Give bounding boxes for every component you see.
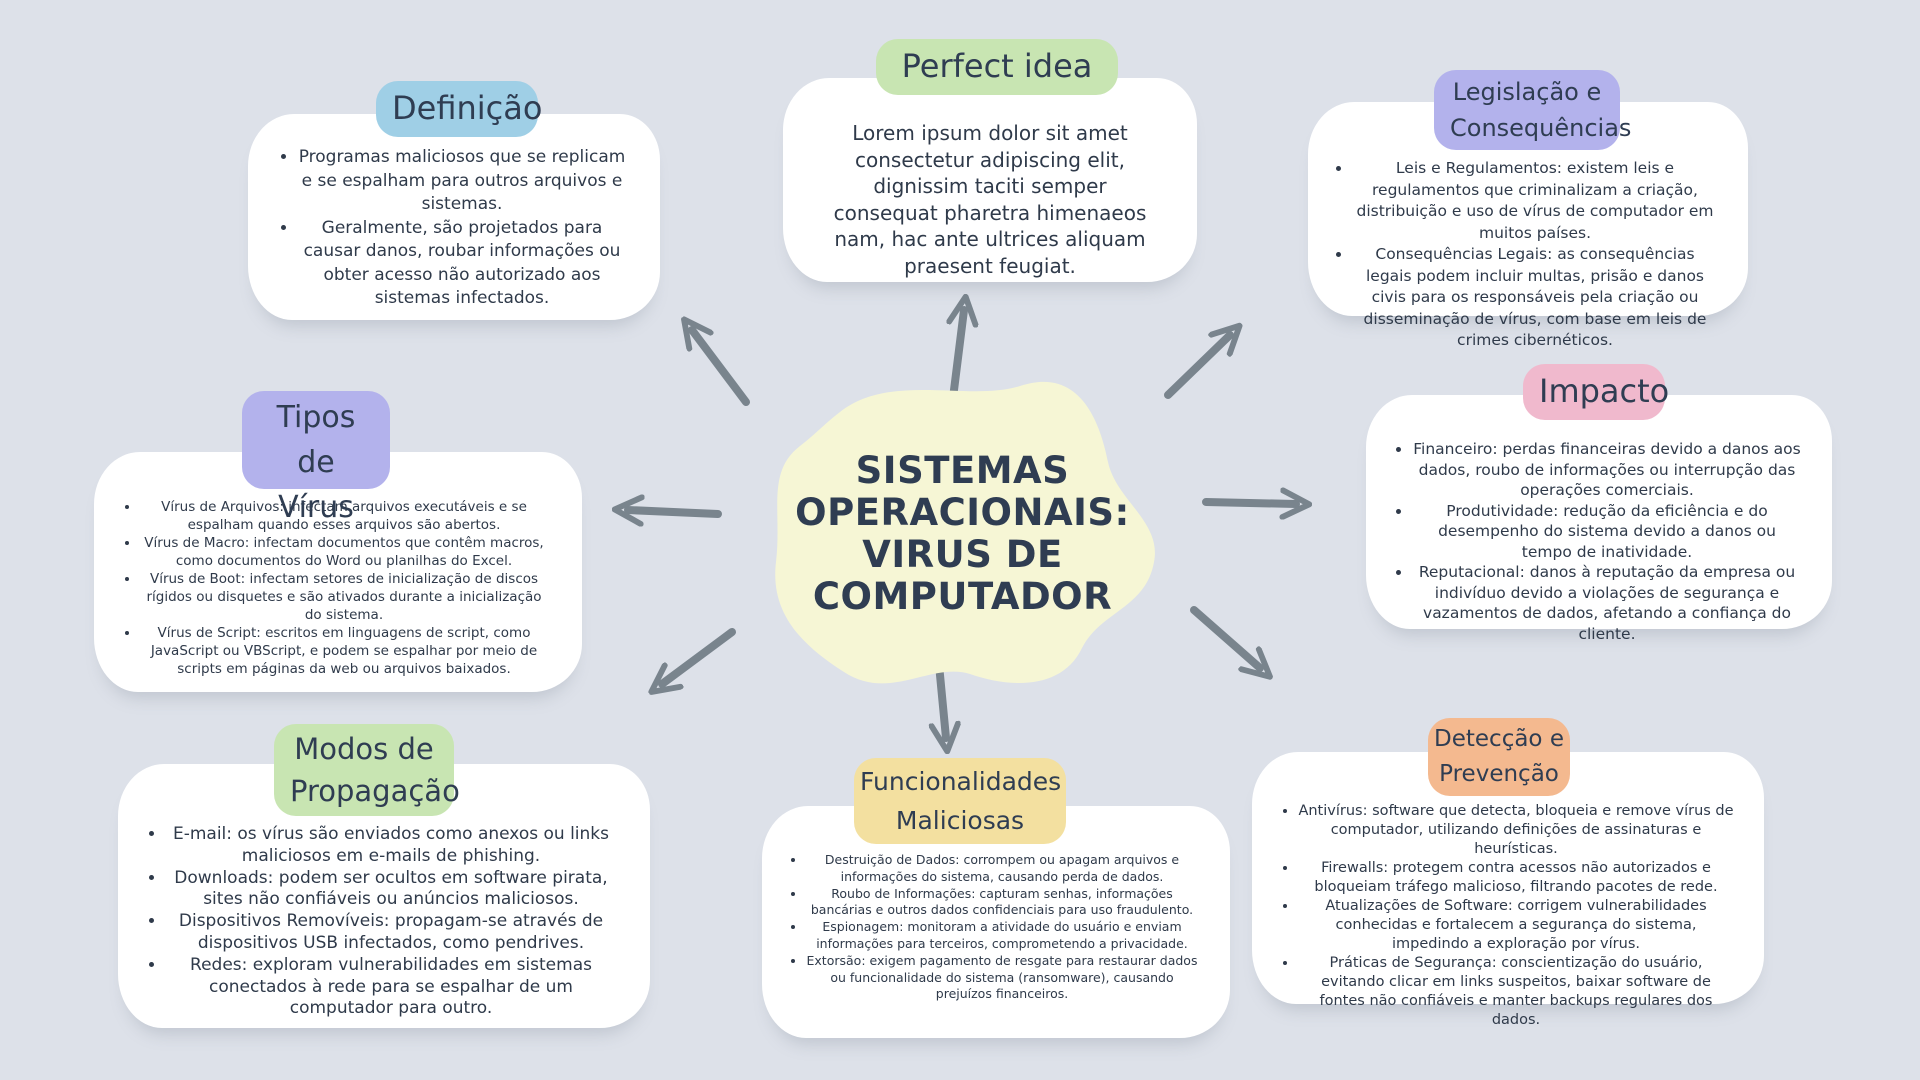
list-item: Antivírus: software que detecta, bloquei… (1298, 802, 1734, 859)
deteccao-card: Antivírus: software que detecta, bloquei… (1252, 752, 1764, 1028)
list-item: Vírus de Boot: infectam setores de inici… (140, 570, 548, 624)
list-item: Dispositivos Removíveis: propagam-se atr… (166, 911, 616, 955)
list-item: Financeiro: perdas financeiras devido a … (1412, 439, 1802, 501)
list-item: Espionagem: monitoram a atividade do usu… (806, 919, 1198, 953)
tipos-title-text: Vírus (278, 490, 354, 525)
impacto-title: Impacto (1523, 364, 1670, 420)
tipos-list: Vírus de Arquivos: infectam arquivos exe… (118, 498, 548, 678)
center-title-line: OPERACIONAIS: (795, 491, 1130, 534)
list-item: Destruição de Dados: corrompem ou apagam… (806, 852, 1198, 886)
funcionalidades-title-text: Maliciosas (895, 806, 1025, 835)
funcionalidades-title-text: Funcionalidades (860, 767, 1062, 796)
deteccao-list: Antivírus: software que detecta, bloquei… (1276, 802, 1734, 1030)
definicao-list: Programas maliciosos que se replicam e s… (276, 146, 626, 311)
perfect-idea-card: Lorem ipsum dolor sit amet consectetur a… (783, 78, 1197, 282)
perfect-idea-title: Perfect idea (876, 39, 1118, 95)
list-item: Vírus de Macro: infectam documentos que … (140, 534, 548, 570)
arrow-to-legislacao (1164, 335, 1230, 399)
center-blob-shape (775, 381, 1155, 684)
impacto-list: Financeiro: perdas financeiras devido a … (1390, 439, 1802, 644)
list-item: Leis e Regulamentos: existem leis e regu… (1352, 158, 1718, 244)
funcionalidades-list: Destruição de Dados: corrompem ou apagam… (784, 852, 1198, 1003)
impacto-title-text: Impacto (1539, 372, 1670, 410)
tipos-title: Tipos de Vírus (242, 391, 390, 525)
modos-title-text: Modos de (294, 732, 434, 766)
funcionalidades-card: Destruição de Dados: corrompem ou apagam… (762, 806, 1230, 1038)
perfect-idea-text: Lorem ipsum dolor sit amet consectetur a… (833, 121, 1147, 278)
funcionalidades-title: Funcionalidades Maliciosas (854, 758, 1066, 844)
arrow-to-perfect-idea (953, 310, 964, 402)
list-item: Programas maliciosos que se replicam e s… (298, 146, 626, 217)
modos-list: E-mail: os vírus são enviados como anexo… (144, 824, 616, 1020)
list-item: Vírus de Arquivos: infectam arquivos exe… (140, 498, 548, 534)
legislacao-title-text: Legislação e (1452, 78, 1602, 106)
center-title-line: SISTEMAS (855, 449, 1070, 492)
deteccao-title: Detecção e Prevenção (1428, 718, 1570, 796)
list-item: Roubo de Informações: capturam senhas, i… (806, 886, 1198, 920)
modos-card: E-mail: os vírus são enviados como anexo… (118, 764, 650, 1028)
deteccao-title-text: Detecção e (1434, 726, 1564, 752)
legislacao-list: Leis e Regulamentos: existem leis e regu… (1330, 158, 1718, 352)
list-item: E-mail: os vírus são enviados como anexo… (166, 824, 616, 868)
impacto-card: Financeiro: perdas financeiras devido a … (1366, 395, 1832, 643)
center-title: SISTEMAS OPERACIONAIS: VIRUS DE COMPUTAD… (770, 450, 1155, 618)
arrow-to-modos (662, 628, 736, 684)
modos-title: Modos de Propagação (274, 724, 460, 816)
definicao-card: Programas maliciosos que se replicam e s… (248, 114, 660, 320)
center-topic: SISTEMAS OPERACIONAIS: VIRUS DE COMPUTAD… (770, 372, 1155, 700)
list-item: Extorsão: exigem pagamento de resgate pa… (806, 953, 1198, 1003)
legislacao-title-text: Consequências (1450, 114, 1632, 142)
arrow-to-definicao (692, 330, 750, 406)
list-item: Redes: exploram vulnerabilidades em sist… (166, 955, 616, 1020)
center-title-line: COMPUTADOR (812, 575, 1113, 618)
list-item: Geralmente, são projetados para causar d… (298, 217, 626, 311)
tipos-title-text: Tipos de (276, 400, 356, 480)
tipos-card: Vírus de Arquivos: infectam arquivos exe… (94, 452, 582, 692)
deteccao-title-text: Prevenção (1439, 761, 1559, 787)
legislacao-title: Legislação e Consequências (1434, 70, 1632, 150)
perfect-idea-title-text: Perfect idea (901, 47, 1093, 85)
arrow-to-deteccao (1190, 606, 1260, 668)
center-title-line: VIRUS DE (862, 533, 1063, 576)
arrow-to-tipos (628, 510, 722, 514)
list-item: Vírus de Script: escritos em linguagens … (140, 624, 548, 678)
legislacao-card: Leis e Regulamentos: existem leis e regu… (1308, 102, 1748, 349)
modos-title-text: Propagação (290, 774, 460, 808)
definicao-title-text: Definição (392, 89, 543, 127)
list-item: Atualizações de Software: corrigem vulne… (1298, 897, 1734, 954)
list-item: Firewalls: protegem contra acessos não a… (1298, 859, 1734, 897)
list-item: Reputacional: danos à reputação da empre… (1412, 562, 1802, 644)
list-item: Downloads: podem ser ocultos em software… (166, 868, 616, 912)
arrow-to-impacto (1202, 502, 1296, 504)
list-item: Produtividade: redução da eficiência e d… (1412, 501, 1802, 563)
list-item: Práticas de Segurança: conscientização d… (1298, 954, 1734, 1030)
definicao-title: Definição (376, 81, 543, 137)
list-item: Consequências Legais: as consequências l… (1352, 244, 1718, 352)
